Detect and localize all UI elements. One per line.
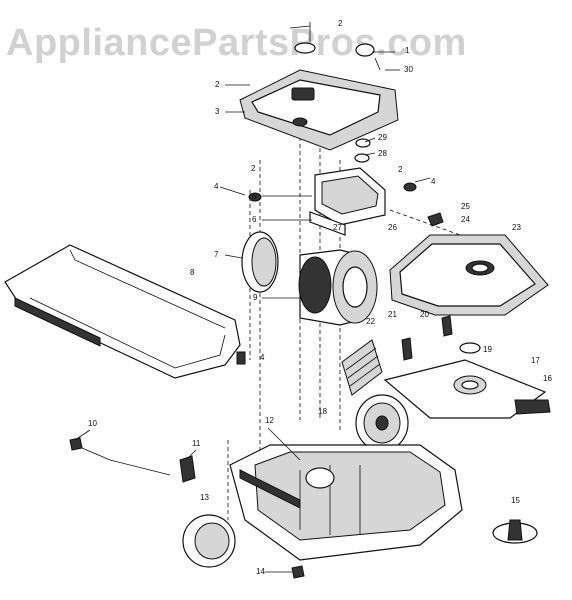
wheel-part <box>182 514 236 568</box>
callout-label: 24 <box>461 215 470 224</box>
cord-parts <box>69 437 196 483</box>
callout-label: 20 <box>420 310 429 319</box>
impeller-part <box>355 394 409 452</box>
callout-label: 11 <box>192 439 201 448</box>
latch-part <box>514 399 551 415</box>
motor-part <box>298 249 378 326</box>
callout-label: 29 <box>378 133 387 142</box>
callout-label: 12 <box>265 416 274 425</box>
caster-part <box>492 519 538 544</box>
filter-part <box>341 339 383 396</box>
side-clip-parts <box>236 182 417 365</box>
callout-label: 6 <box>252 215 257 224</box>
callout-label: 27 <box>333 223 342 232</box>
callout-label: 4 <box>260 353 265 362</box>
watermark-logo: AppliancePartsPros.com <box>6 22 467 64</box>
motor-housing-part <box>309 167 386 236</box>
callout-label: 7 <box>214 250 219 259</box>
base-housing-part <box>229 444 463 561</box>
small-clip-parts <box>401 212 481 361</box>
callout-label: 3 <box>215 107 220 116</box>
small-top-parts <box>294 22 381 163</box>
callout-label: 13 <box>200 493 209 502</box>
callout-label: 15 <box>511 496 520 505</box>
handle-frame-part <box>4 244 241 379</box>
bag-plate-part <box>383 359 547 419</box>
callout-label: 19 <box>483 345 492 354</box>
callout-label: 10 <box>88 419 97 428</box>
foot-part <box>291 565 305 579</box>
top-cover-part <box>239 69 399 151</box>
callout-label: 1 <box>405 46 410 55</box>
callout-label: 8 <box>190 268 195 277</box>
callout-label: 5 <box>252 192 257 201</box>
callout-label: 21 <box>388 310 397 319</box>
callout-label: 9 <box>253 293 258 302</box>
callout-label: 30 <box>404 65 413 74</box>
callout-label: 28 <box>378 149 387 158</box>
callout-label: 4 <box>431 177 436 186</box>
callout-label: 17 <box>531 356 540 365</box>
callout-label: 16 <box>543 374 552 383</box>
motor-ring-part <box>241 231 279 293</box>
callout-label: 4 <box>214 182 219 191</box>
callout-label: 22 <box>366 317 375 326</box>
callout-label: 26 <box>388 223 397 232</box>
callout-label: 2 <box>338 19 343 28</box>
callout-label: 2 <box>215 80 220 89</box>
body-cover-part <box>389 234 549 316</box>
callout-label: 18 <box>318 407 327 416</box>
callout-label: 25 <box>461 202 470 211</box>
callout-label: 14 <box>256 567 265 576</box>
callout-leaders <box>74 25 431 573</box>
callout-label: 2 <box>398 165 403 174</box>
callout-label: 2 <box>251 164 256 173</box>
callout-label: 23 <box>512 223 521 232</box>
